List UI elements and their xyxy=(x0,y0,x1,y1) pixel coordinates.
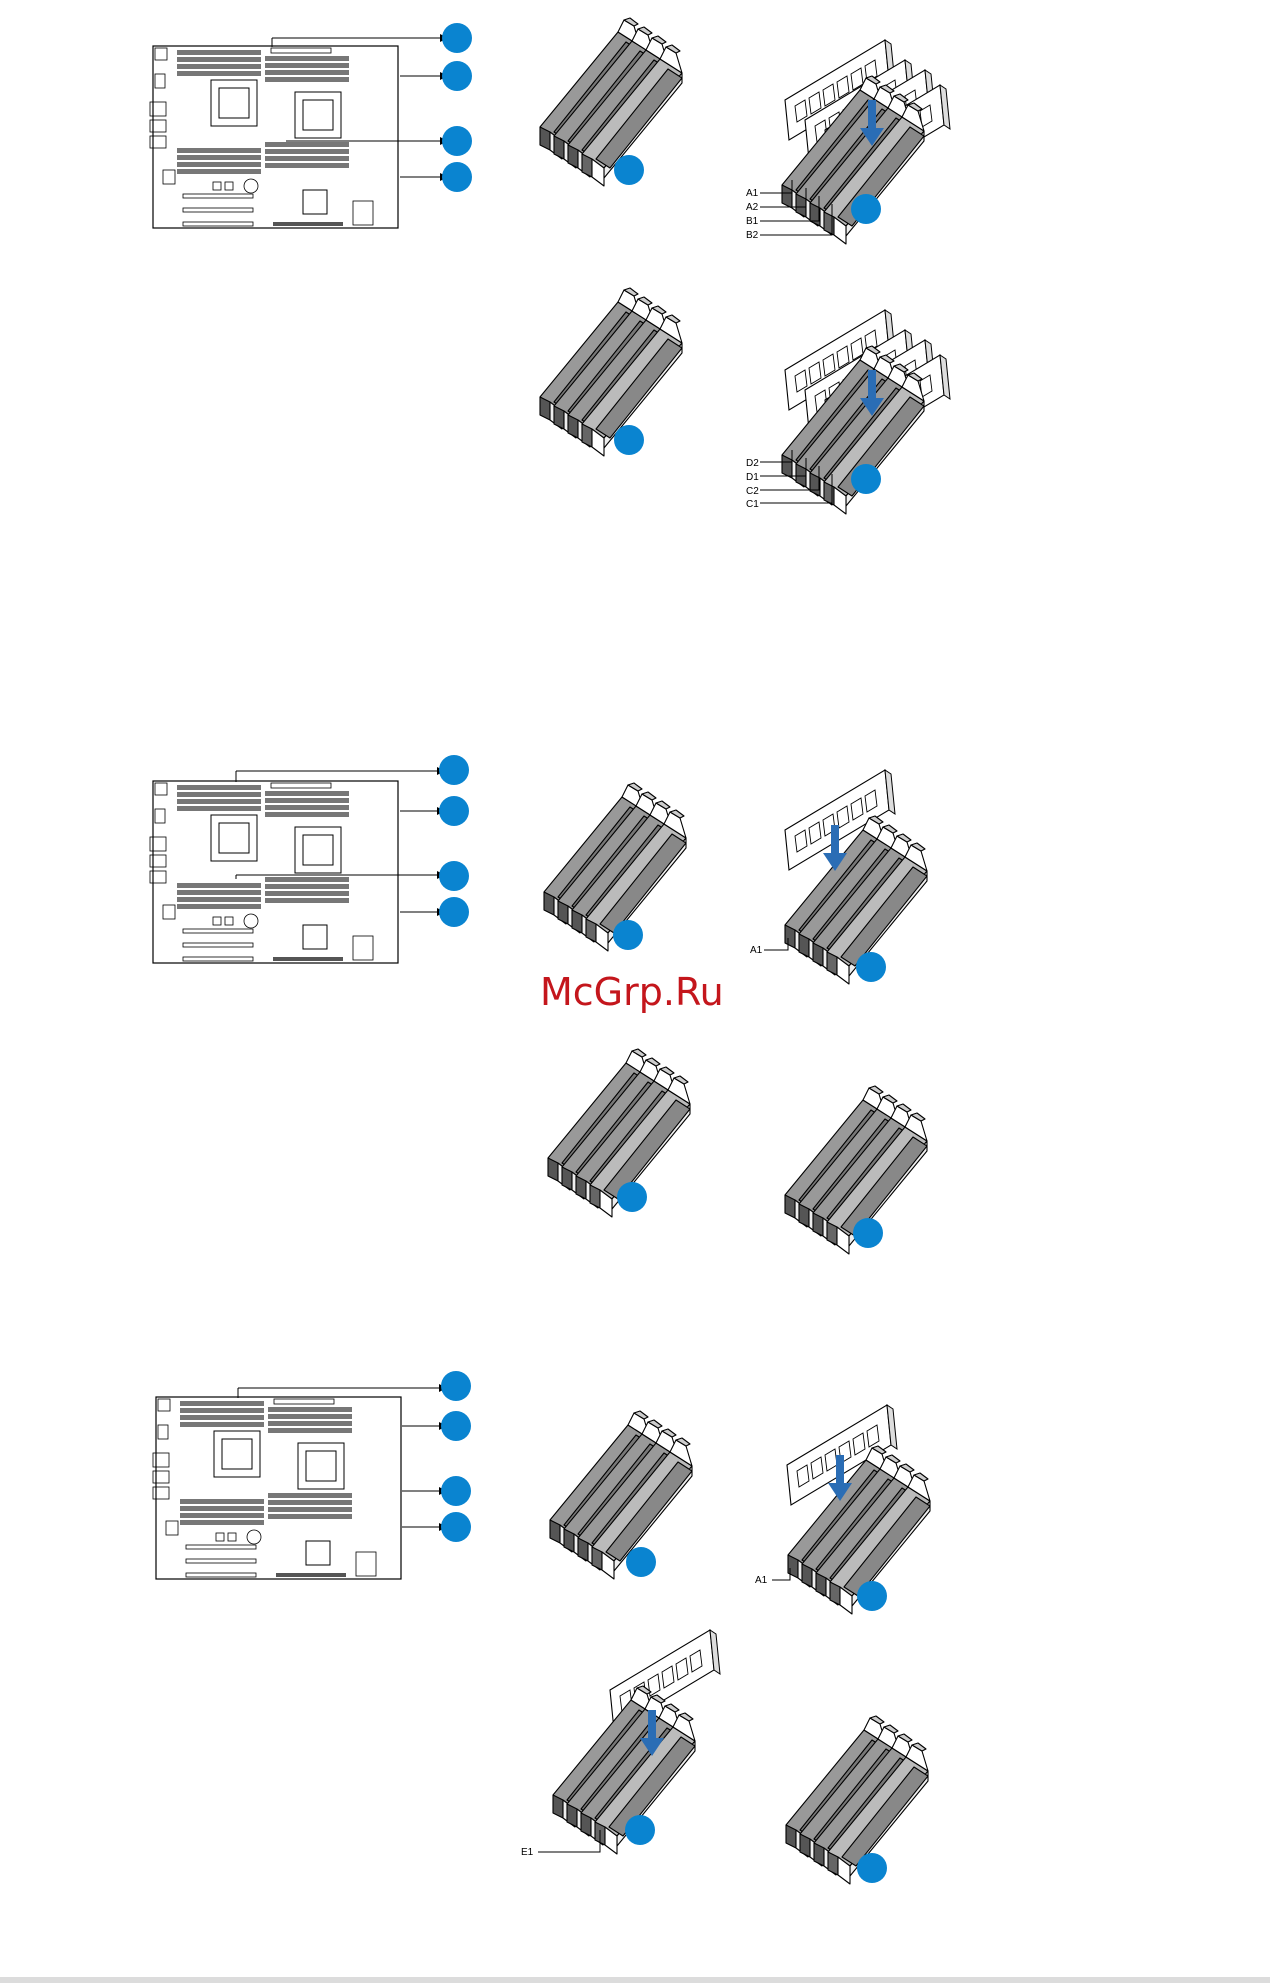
page-footer-bar xyxy=(0,1977,1270,1983)
marker-icon xyxy=(851,194,881,224)
marker-icon xyxy=(439,796,469,826)
marker-icon xyxy=(613,920,643,950)
slot-label-c1: C1 xyxy=(746,499,759,510)
dimm-slots-single-e1: E1 xyxy=(521,1630,720,1858)
slot-label-a2: A2 xyxy=(746,202,759,213)
dimm-slots-populated-cd: D2 D1 C2 C1 xyxy=(746,310,950,514)
marker-icon xyxy=(614,425,644,455)
dimm-slots-empty xyxy=(785,1086,927,1254)
marker-icon xyxy=(441,1476,471,1506)
slot-label-a1: A1 xyxy=(746,188,759,199)
marker-icon xyxy=(442,126,472,156)
slot-label-b1: B1 xyxy=(746,216,759,227)
marker-icon xyxy=(442,61,472,91)
marker-icon xyxy=(625,1815,655,1845)
dimm-slots-empty xyxy=(540,18,682,186)
marker-icon xyxy=(617,1182,647,1212)
marker-icon xyxy=(853,1218,883,1248)
slot-label-a1: A1 xyxy=(750,945,763,956)
dimm-slots-populated-ab: A1 A2 B1 B2 xyxy=(746,40,950,244)
dimm-slots-single-a1: A1 xyxy=(755,1405,930,1614)
marker-icon xyxy=(441,1411,471,1441)
motherboard-diagram-3 xyxy=(153,1384,447,1579)
marker-icon xyxy=(857,1853,887,1883)
slot-label-c2: C2 xyxy=(746,486,759,497)
marker-icon xyxy=(626,1547,656,1577)
dimm-slots-empty xyxy=(550,1411,692,1579)
marker-icon xyxy=(856,952,886,982)
watermark: McGrp.Ru xyxy=(540,970,724,1014)
slot-label-d2: D2 xyxy=(746,458,759,469)
step-markers-1 xyxy=(442,23,472,192)
step-markers-3 xyxy=(441,1371,471,1542)
dimm-slots-empty xyxy=(548,1049,690,1217)
marker-icon xyxy=(439,755,469,785)
slot-label-b2: B2 xyxy=(746,230,759,241)
marker-icon xyxy=(442,162,472,192)
dimm-slots-empty xyxy=(544,783,686,951)
motherboard-diagram-2 xyxy=(150,767,445,963)
slot-label-d1: D1 xyxy=(746,472,759,483)
dimm-slots-empty xyxy=(540,288,682,456)
marker-icon xyxy=(441,1371,471,1401)
marker-icon xyxy=(439,897,469,927)
marker-icon xyxy=(857,1581,887,1611)
marker-icon xyxy=(851,464,881,494)
slot-label-a1: A1 xyxy=(755,1575,768,1586)
marker-icon xyxy=(442,23,472,53)
step-markers-2 xyxy=(439,755,469,927)
dimm-slots-empty xyxy=(786,1716,928,1884)
motherboard-diagram-1 xyxy=(150,34,448,228)
marker-icon xyxy=(439,861,469,891)
marker-icon xyxy=(441,1512,471,1542)
marker-icon xyxy=(614,155,644,185)
dimm-slots-single-a1: A1 xyxy=(750,770,927,984)
slot-label-e1: E1 xyxy=(521,1847,534,1858)
